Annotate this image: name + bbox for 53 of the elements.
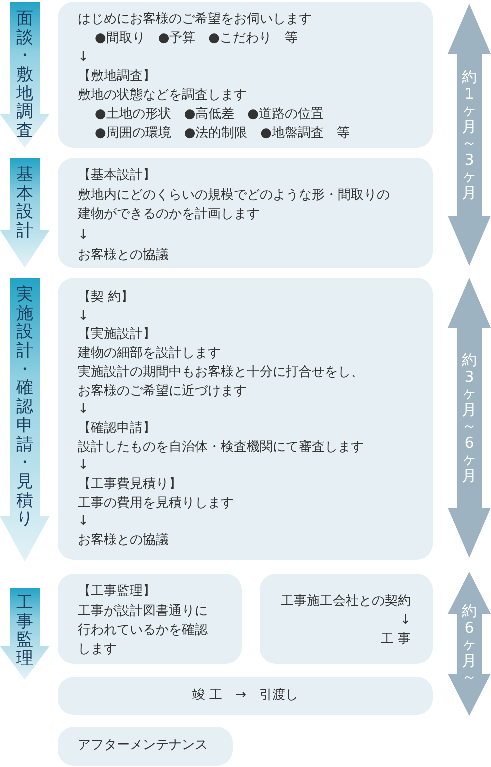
step-text: 工事施工会社との契約 <box>281 593 411 611</box>
step-text: お客様との協議 <box>78 247 169 265</box>
step-text: アフターメンテナンス <box>78 737 208 755</box>
step-text: 【工事監理】 <box>78 583 156 601</box>
step-text: ↓ <box>78 227 89 245</box>
step-box <box>260 574 433 664</box>
step-text: 実施設計の期間中もお客様と十分に打合せをし、 <box>78 364 364 382</box>
step-text: お客様のご希望に近づけます <box>78 382 247 400</box>
step-text: 敷地内にどのくらいの規模でどのような形・間取りの建物ができるのかを計画します <box>78 187 391 224</box>
step-text: 工事が設計図書通りに行われているかを確認します <box>78 603 209 659</box>
step-text: ↓ <box>78 49 89 67</box>
phase-label: 実施設計・確認申請・見積り <box>16 286 34 529</box>
step-text: 【契 約】 <box>78 289 134 307</box>
duration-marker <box>448 278 491 558</box>
step-box <box>58 2 433 148</box>
duration-marker <box>448 572 491 716</box>
step-box <box>58 727 233 766</box>
step-box <box>58 677 433 715</box>
step-text: 【敷地調査】 <box>78 68 156 86</box>
step-text: 工 事 <box>380 631 411 649</box>
step-box <box>58 574 242 664</box>
phase-marker <box>0 2 50 148</box>
phase-marker <box>0 588 50 680</box>
phase-marker <box>0 158 50 268</box>
phase-label: 工事監理 <box>16 594 34 669</box>
step-text: ●間取り ●予算 ●こだわり 等 <box>95 30 298 48</box>
step-text: 建物の細部を設計します <box>78 345 221 364</box>
step-text: ↓ <box>78 308 89 326</box>
step-text: お客様との協議 <box>78 532 169 550</box>
step-text: ↓ <box>78 457 89 476</box>
phase-marker <box>0 278 50 562</box>
step-text: 敷地の状態などを調査します <box>78 87 247 105</box>
duration-label: 約1ヶ月～3ヶ月 <box>462 69 478 201</box>
step-text: ●土地の形状 ●高低差 ●道路の位置 <box>95 106 324 124</box>
step-text: 【確認申請】 <box>78 420 156 438</box>
step-text: 【実施設計】 <box>78 326 156 344</box>
step-box <box>58 278 433 560</box>
phase-label: 基本設計 <box>16 166 34 241</box>
step-text: 【基本設計】 <box>78 167 156 185</box>
duration-marker <box>448 4 491 266</box>
step-box <box>58 158 433 268</box>
phase-label: 面談・敷地調査 <box>16 10 34 141</box>
duration-label: 約6ヶ月～ <box>462 602 478 686</box>
step-text: ↓ <box>78 513 89 532</box>
duration-label: 約3ヶ月～6ヶ月 <box>462 352 478 484</box>
step-text: 工事の費用を見積りします <box>78 494 234 513</box>
step-text: はじめにお客様のご希望をお伺いします <box>78 11 312 29</box>
step-text: ●周囲の環境 ●法的制限 ●地盤調査 等 <box>95 125 350 143</box>
step-text: 【工事費見積り】 <box>78 476 182 494</box>
step-text: ↓ <box>78 401 89 420</box>
step-text: 設計したものを自治体・検査機関にて審査します <box>78 438 364 457</box>
step-text: 竣 工 → 引渡し <box>191 687 300 705</box>
step-text: ↓ <box>400 612 411 630</box>
